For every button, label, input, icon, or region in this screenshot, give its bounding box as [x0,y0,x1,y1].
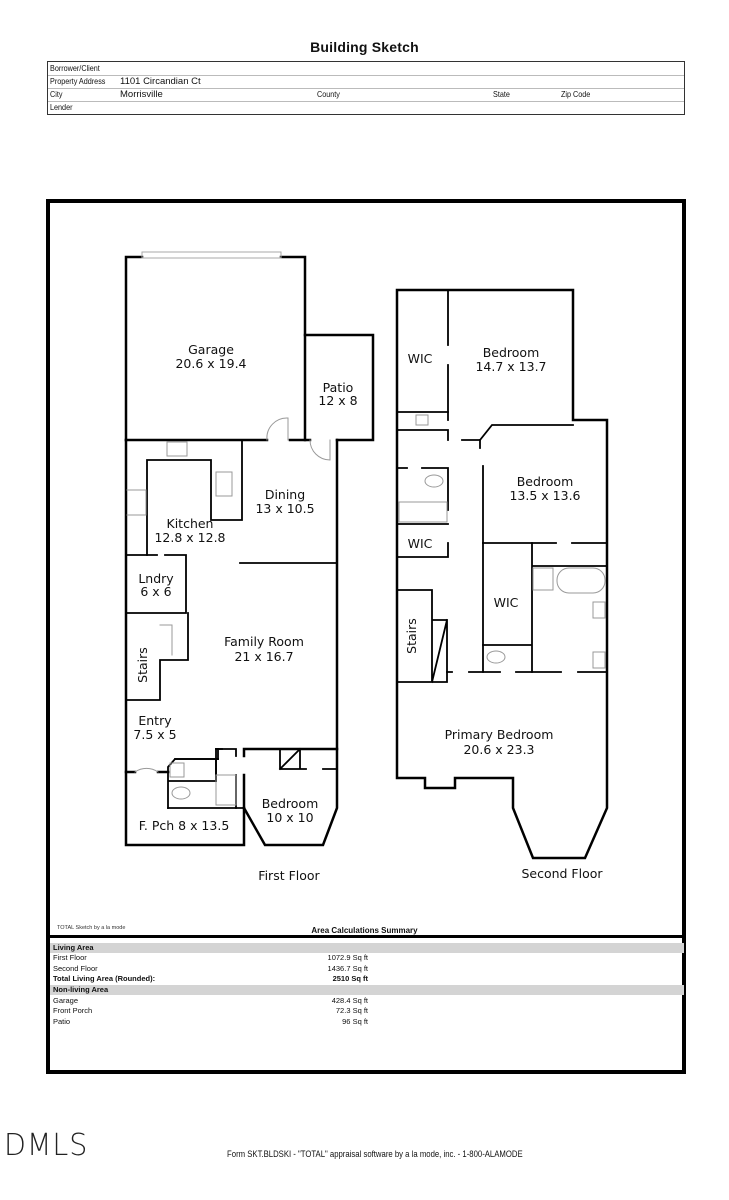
stairs-2-label: Stairs [404,618,419,654]
garage-name: Garage [188,342,234,357]
summary-row: Patio 96 Sq ft [53,1017,368,1026]
first-floor-walls [124,255,375,847]
living-header: Living Area [50,943,684,953]
entry-dims: 7.5 x 5 [133,727,176,742]
garage-dims: 20.6 x 19.4 [175,356,246,371]
dining-dims: 13 x 10.5 [255,501,314,516]
entry-name: Entry [138,713,172,728]
bedroom-b-dims: 13.5 x 13.6 [509,488,580,503]
header-form: Borrower/Client Property Address 1101 Ci… [47,61,685,115]
lender-label: Lender [50,102,73,112]
summary-row: First Floor 1072.9 Sq ft [53,953,368,962]
porch-label: F. Pch 8 x 13.5 [139,818,230,833]
summary-row: Garage 428.4 Sq ft [53,996,368,1005]
summary-title: Area Calculations Summary [311,926,418,935]
first-floor-label: First Floor [258,868,320,883]
summary-row: Second Floor 1436.7 Sq ft [53,964,368,973]
summary-row: Front Porch 72.3 Sq ft [53,1006,368,1015]
borrower-row: Borrower/Client [48,62,684,76]
bedroom-a-dims: 14.7 x 13.7 [475,359,546,374]
kitchen-dims: 12.8 x 12.8 [154,530,225,545]
bedroom-a-name: Bedroom [483,345,540,360]
bedroom-1f-name: Bedroom [262,796,319,811]
form-footer: Form SKT.BLDSKI - "TOTAL" appraisal soft… [226,1149,523,1159]
laundry-dims: 6 x 6 [140,584,171,599]
address-label: Property Address [50,76,106,86]
document-title: Building Sketch [310,39,419,55]
wic-1-label: WIC [408,351,433,366]
dmls-logo: DMLS [4,1128,89,1163]
city-value: Morrisville [120,89,163,100]
wic-3-label: WIC [494,595,519,610]
zip-label: Zip Code [561,89,591,99]
city-row: City Morrisville County State Zip Code [48,88,684,102]
sketch-frame [46,199,686,1074]
address-value: 1101 Circandian Ct [120,76,201,87]
lender-row: Lender [48,101,684,114]
sketch-note: TOTAL Sketch by a la mode [57,925,126,931]
floor-plan: Garage 20.6 x 19.4 Patio 12 x 8 Dining 1… [124,251,609,883]
stairs-1-label: Stairs [135,647,150,683]
primary-dims: 20.6 x 23.3 [463,742,534,757]
primary-name: Primary Bedroom [445,727,554,742]
second-floor-walls [395,288,609,860]
total-row: Total Living Area (Rounded): 2510 Sq ft [53,974,368,983]
borrower-label: Borrower/Client [50,63,100,73]
address-row: Property Address 1101 Circandian Ct [48,75,684,89]
patio-name: Patio [323,380,354,395]
family-dims: 21 x 16.7 [234,649,293,664]
city-label: City [50,89,63,99]
state-label: State [493,89,510,99]
county-label: County [317,89,340,99]
kitchen-name: Kitchen [167,516,214,531]
laundry-name: Lndry [138,571,174,586]
bedroom-b-name: Bedroom [517,474,574,489]
second-floor-label: Second Floor [521,866,603,881]
dining-name: Dining [265,487,305,502]
bedroom-1f-dims: 10 x 10 [266,810,313,825]
wic-2-label: WIC [408,536,433,551]
nonliving-header: Non-living Area [50,985,684,995]
family-name: Family Room [224,634,304,649]
area-summary-table: Living Area First Floor 1072.9 Sq ft Sec… [50,935,684,1073]
patio-dims: 12 x 8 [318,393,357,408]
